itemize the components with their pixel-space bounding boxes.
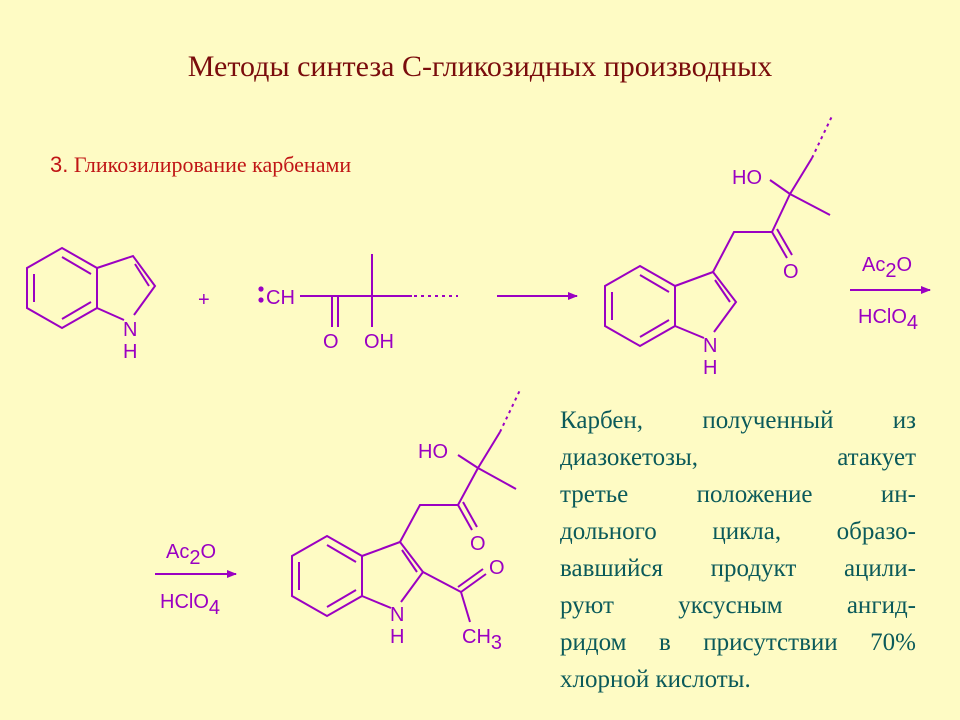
- description-line: вавшийся продукт ацили-: [560, 555, 916, 582]
- reagent-2-perchloric-acid: HClO4: [160, 591, 220, 619]
- product-2-benzene-double-bond: [326, 589, 357, 608]
- product-2-acetyl-oxygen-label: O: [489, 557, 505, 579]
- product-1-hydroxyl-label: HO: [732, 167, 762, 189]
- product-2-benzene-double-bond: [326, 544, 357, 563]
- product-2-hydroxyl-label: HO: [418, 441, 448, 463]
- product-1-benzene-ring: [604, 264, 676, 348]
- indole-n-bond: [96, 307, 125, 321]
- indole-nitrogen-label: N: [123, 319, 137, 341]
- reagents-1: Ac2O HClO4: [850, 254, 931, 334]
- description-line: хлорной кислоты.: [560, 666, 751, 693]
- indole-pyrrole-ring: [96, 254, 157, 316]
- product-2-acetyl-carbonyl-bond: [457, 568, 484, 588]
- indole-benzene-double-bond: [61, 301, 92, 320]
- section-number: 3.: [50, 152, 69, 177]
- product-1-hydrogen-label: H: [703, 357, 717, 379]
- product-1-dashed-bond: [811, 113, 834, 159]
- product-1-upper-bond: [789, 157, 813, 195]
- product-2-ketone-oxygen-label: O: [470, 533, 486, 555]
- product-2-hydroxyl-bond: [457, 454, 479, 469]
- indole-molecule: N H: [26, 246, 157, 363]
- description-line: диазокетозы, атакует: [560, 444, 916, 471]
- product-2-benzene-ring: [291, 534, 363, 618]
- section-heading: 3. Гликозилирование карбенами: [50, 152, 351, 178]
- product-1-pyrrole-double-bond: [714, 279, 731, 303]
- product-2-pyrrole-ring: [361, 540, 425, 603]
- product-1-pyrrole-ring: [674, 270, 738, 333]
- product-1-benzene-double-bond: [639, 319, 670, 338]
- description-text: Карбен, полученный из диазокетозы, атаку…: [560, 402, 916, 698]
- product-2-nitrogen-label: N: [390, 604, 404, 626]
- product-2-dashed-bond: [499, 389, 521, 433]
- product-2-acetyl-carbonyl-bond: [460, 573, 487, 593]
- reagent-1-perchloric-acid: HClO4: [858, 306, 918, 334]
- reagent-1-acetic-anhydride: Ac2O: [862, 254, 912, 282]
- indole-benzene-ring: [26, 246, 98, 330]
- description-line: руют уксусным ангид-: [560, 592, 916, 619]
- indole-hydrogen-label: H: [123, 341, 137, 363]
- product-1-n-bond: [674, 325, 705, 339]
- product-1-hydroxyl-bond: [769, 179, 791, 195]
- product-2-n-bond: [361, 595, 392, 609]
- description-line: Карбен, полученный из: [560, 407, 916, 434]
- product-1-benzene-double-bond: [639, 274, 670, 293]
- reagents-2: Ac2O HClO4: [155, 541, 237, 619]
- product-1-methyl-bond: [789, 193, 831, 216]
- section-title: Гликозилирование карбенами: [73, 152, 352, 177]
- carbene-hydroxyl-label: OH: [364, 331, 394, 353]
- carbene-ch-label: CH: [266, 287, 295, 309]
- product-2-carbonyl-bond: [457, 504, 473, 531]
- product-1-carbonyl-bond: [771, 231, 788, 259]
- product-2-upper-bond: [477, 431, 501, 469]
- product-1-carbonyl-bond: [776, 228, 793, 256]
- product-2-carbonyl-bond: [462, 501, 478, 528]
- product-1-side-chain: [712, 193, 791, 273]
- product-2-side-chain: [399, 467, 479, 543]
- product-2-hydrogen-label: H: [390, 626, 404, 648]
- product-2-pyrrole-double-bond: [401, 549, 418, 573]
- reagent-2-acetic-anhydride: Ac2O: [166, 541, 216, 569]
- product-2-methyl-acetyl-bond: [460, 591, 471, 623]
- carbene-oxygen-label: O: [323, 331, 339, 353]
- product-2-methyl-bond: [477, 467, 517, 490]
- product-1-oxygen-label: O: [783, 261, 799, 283]
- carbene-lone-pair-dot: [258, 286, 264, 292]
- slide-title: Методы синтеза С-гликозидных производных: [187, 50, 773, 83]
- carbene-molecule: CH O OH: [258, 254, 458, 353]
- indole-benzene-double-bond: [61, 256, 92, 275]
- indole-pyrrole-double-bond: [134, 263, 150, 287]
- product-2-molecule: N H O HO O CH3: [291, 389, 521, 654]
- product-1-nitrogen-label: N: [703, 335, 717, 357]
- description-line: дольного цикла, образо-: [560, 518, 916, 545]
- product-2-acetyl-bond: [422, 571, 462, 593]
- plus-sign: +: [198, 289, 210, 311]
- carbene-lone-pair-dot: [258, 297, 264, 303]
- product-2-methyl-label: CH3: [462, 626, 502, 654]
- product-1-molecule: N H O HO: [604, 113, 834, 379]
- description-line: ридом в присутствии 70%: [560, 629, 916, 656]
- description-line: третье положение ин-: [560, 481, 916, 508]
